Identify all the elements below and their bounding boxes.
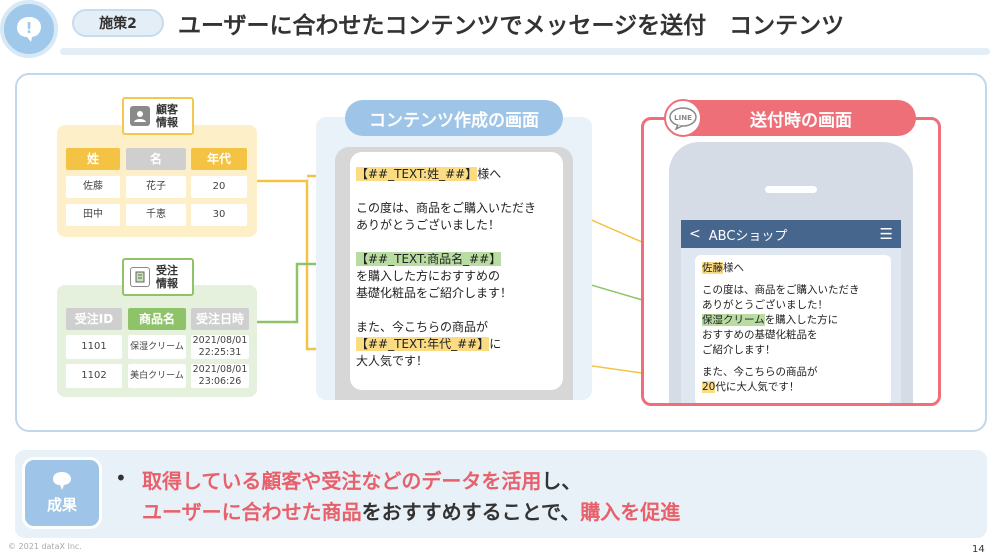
message-text: ありがとうございました！ xyxy=(702,299,828,311)
result-text: をおすすめすることで、 xyxy=(361,500,581,524)
message-text: 様へ xyxy=(723,262,744,274)
chat-header: < ABCショップ ☰ xyxy=(681,220,901,248)
section-badge: 施策2 xyxy=(72,9,164,37)
order-cell: 保湿クリーム xyxy=(128,335,186,359)
svg-text:!: ! xyxy=(26,19,33,37)
header-divider xyxy=(60,48,990,55)
bulb-chat-icon: ! xyxy=(0,0,58,58)
order-col-header: 商品名 xyxy=(128,308,186,330)
filled-age: 20 xyxy=(702,381,716,393)
message-text: この度は、商品をご購入いただき xyxy=(702,284,860,296)
send-screen-label: 送付時の画面 xyxy=(672,100,916,136)
message-text: を購入した方に xyxy=(764,314,839,326)
line-icon-text: LINE xyxy=(674,114,692,122)
order-info-tag: 受注情報 xyxy=(122,258,194,296)
template-text: に xyxy=(489,337,502,351)
result-box xyxy=(15,450,987,538)
order-cell: 1101 xyxy=(66,335,122,359)
order-tag-line2: 情報 xyxy=(156,277,178,290)
result-line-2: ユーザーに合わせた商品をおすすめすることで、購入を促進 xyxy=(142,496,680,525)
phone-mockup: < ABCショップ ☰ 佐藤様へ この度は、商品をご購入いただきありがとうござい… xyxy=(669,142,913,403)
result-line-1: 取得している顧客や受注などのデータを活用し、 xyxy=(142,465,581,494)
hamburger-menu-icon[interactable]: ☰ xyxy=(879,225,893,243)
template-text: 大人気です！ xyxy=(356,354,429,368)
order-cell: 1102 xyxy=(66,364,122,388)
result-badge: 成果 xyxy=(22,457,102,529)
order-cell: 美白クリーム xyxy=(128,364,186,388)
message-text: おすすめの基礎化粧品を xyxy=(702,329,818,341)
customer-cell: 花子 xyxy=(126,176,186,198)
document-icon xyxy=(130,267,150,287)
customer-cell: 千恵 xyxy=(126,204,186,226)
template-text: 基礎化粧品をご紹介します！ xyxy=(356,286,513,300)
customer-tag-line1: 顧客 xyxy=(156,103,178,116)
filled-name: 佐藤 xyxy=(702,262,723,274)
chat-title: ABCショップ xyxy=(708,228,788,244)
order-col-header: 受注日時 xyxy=(191,308,249,330)
page-title: ユーザーに合わせたコンテンツでメッセージを送付 コンテンツ xyxy=(178,13,845,39)
customer-cell: 30 xyxy=(191,204,247,226)
customer-col-header: 年代 xyxy=(191,148,247,170)
customer-col-header: 名 xyxy=(126,148,186,170)
order-time: 23:06:26 xyxy=(198,376,242,387)
tag-age: 【##_TEXT:年代_##】 xyxy=(356,337,490,351)
customer-tag-line2: 情報 xyxy=(156,116,178,129)
template-text: また、今こちらの商品が xyxy=(356,320,489,334)
result-accent: 購入を促進 xyxy=(580,500,681,524)
order-tag-line1: 受注 xyxy=(156,264,178,277)
template-message: 【##_TEXT:姓_##】様へ この度は、商品をご購入いただきありがとうござい… xyxy=(350,152,563,390)
result-accent: 取得している顧客や受注などのデータを活用 xyxy=(142,469,542,493)
order-date: 2021/08/01 xyxy=(192,335,248,346)
template-text: 様へ xyxy=(477,167,502,181)
result-text: し、 xyxy=(541,469,582,493)
message-text: また、今こちらの商品が xyxy=(702,366,818,378)
template-text: ありがとうございました！ xyxy=(356,218,501,232)
customer-cell: 田中 xyxy=(66,204,120,226)
customer-cell: 20 xyxy=(191,176,247,198)
filled-product: 保湿クリーム xyxy=(702,314,765,326)
person-card-icon xyxy=(130,106,150,126)
customer-cell: 佐藤 xyxy=(66,176,120,198)
customer-info-tag: 顧客情報 xyxy=(122,97,194,135)
copyright: © 2021 dataX Inc. xyxy=(8,542,82,551)
content-screen-label: コンテンツ作成の画面 xyxy=(345,100,563,136)
tag-name: 【##_TEXT:姓_##】 xyxy=(356,167,478,181)
back-chevron-icon[interactable]: < xyxy=(689,226,701,242)
message-text: 代に大人気です！ xyxy=(715,381,800,393)
chat-bubble-icon xyxy=(53,472,71,490)
template-text: を購入した方におすすめの xyxy=(356,269,501,283)
order-time: 22:25:31 xyxy=(198,347,242,358)
result-badge-label: 成果 xyxy=(46,496,77,514)
page-number: 14 xyxy=(972,544,985,555)
line-icon: LINE xyxy=(664,99,702,137)
phone-speaker xyxy=(765,186,817,193)
phone-screen: < ABCショップ ☰ 佐藤様へ この度は、商品をご購入いただきありがとうござい… xyxy=(681,220,901,403)
bullet-dot: • xyxy=(115,466,127,490)
order-col-header: 受注ID xyxy=(66,308,122,330)
result-accent: ユーザーに合わせた商品 xyxy=(142,500,362,524)
message-text: ご紹介します！ xyxy=(702,344,776,356)
template-text: この度は、商品をご購入いただき xyxy=(356,201,537,215)
order-date: 2021/08/01 xyxy=(192,364,248,375)
customer-col-header: 姓 xyxy=(66,148,120,170)
tag-product: 【##_TEXT:商品名_##】 xyxy=(356,252,502,266)
sent-message: 佐藤様へ この度は、商品をご購入いただきありがとうございました！ 保湿クリームを購… xyxy=(695,255,891,403)
